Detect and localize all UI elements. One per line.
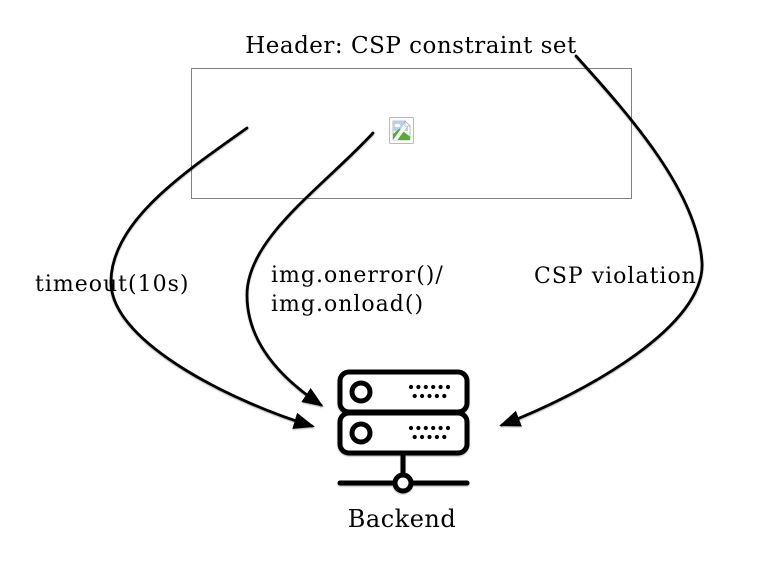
broken-image-icon — [389, 117, 414, 144]
img-events-arrow — [245, 131, 375, 407]
server-dots-bottom — [408, 425, 451, 440]
backend-label: Backend — [347, 505, 457, 533]
header-label: Header: CSP constraint set — [245, 33, 577, 59]
csp-violation-arrow — [499, 54, 704, 427]
img-onload-line: img.onload() — [271, 291, 425, 317]
csp-constraint-box — [191, 68, 632, 199]
csp-violation-label: CSP violation — [534, 264, 697, 289]
img-events-label: img.onerror()/ img.onload() — [271, 262, 444, 319]
server-icon — [337, 369, 470, 494]
timeout-arrow — [109, 126, 315, 429]
server-dots-top — [408, 384, 451, 399]
img-onerror-line: img.onerror()/ — [271, 263, 444, 288]
